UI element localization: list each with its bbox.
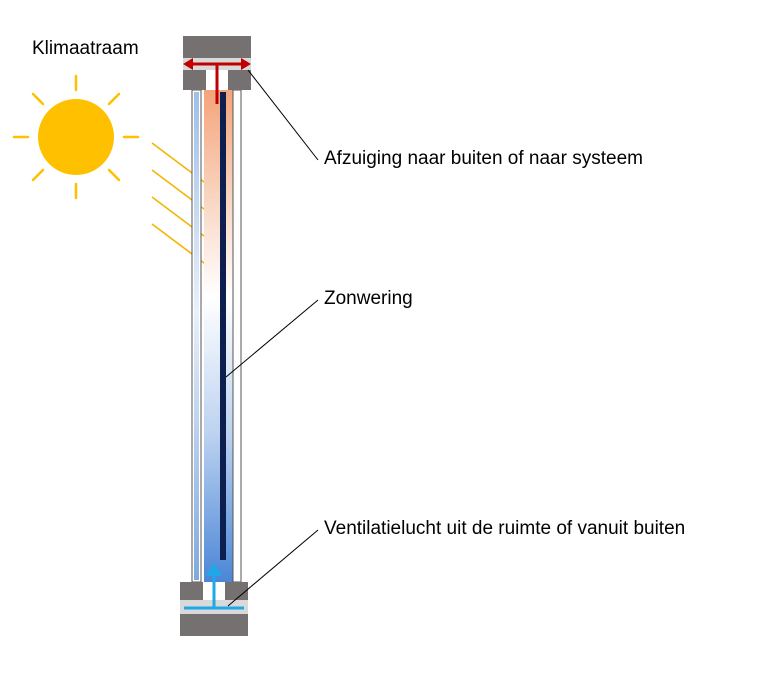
sun-ray-arrow [151, 142, 213, 189]
label-ventilation: Ventilatielucht uit de ruimte of vanuit … [324, 518, 686, 539]
sun-icon [12, 74, 140, 200]
top-frame [183, 36, 251, 90]
window-section [180, 36, 251, 636]
sun-blind [220, 92, 226, 560]
leader-line-shading [225, 299, 319, 378]
sun-ray-arrow [151, 196, 213, 243]
inner-glass-pane [232, 89, 242, 583]
sun-ray-arrow [151, 223, 213, 270]
leader-line-ventilation [227, 529, 319, 607]
sun-ray-arrows [151, 142, 213, 270]
label-exhaust: Afzuiging naar buiten of naar systeem [324, 148, 643, 169]
exhaust-t-arrow [183, 58, 251, 104]
sun-ray-arrow [151, 169, 213, 216]
diagram-title: Klimaatraam [32, 38, 139, 59]
label-shading: Zonwering [324, 288, 413, 309]
intake-t-arrow [184, 563, 244, 610]
air-cavity [204, 90, 234, 582]
leader-line-exhaust [247, 69, 319, 161]
